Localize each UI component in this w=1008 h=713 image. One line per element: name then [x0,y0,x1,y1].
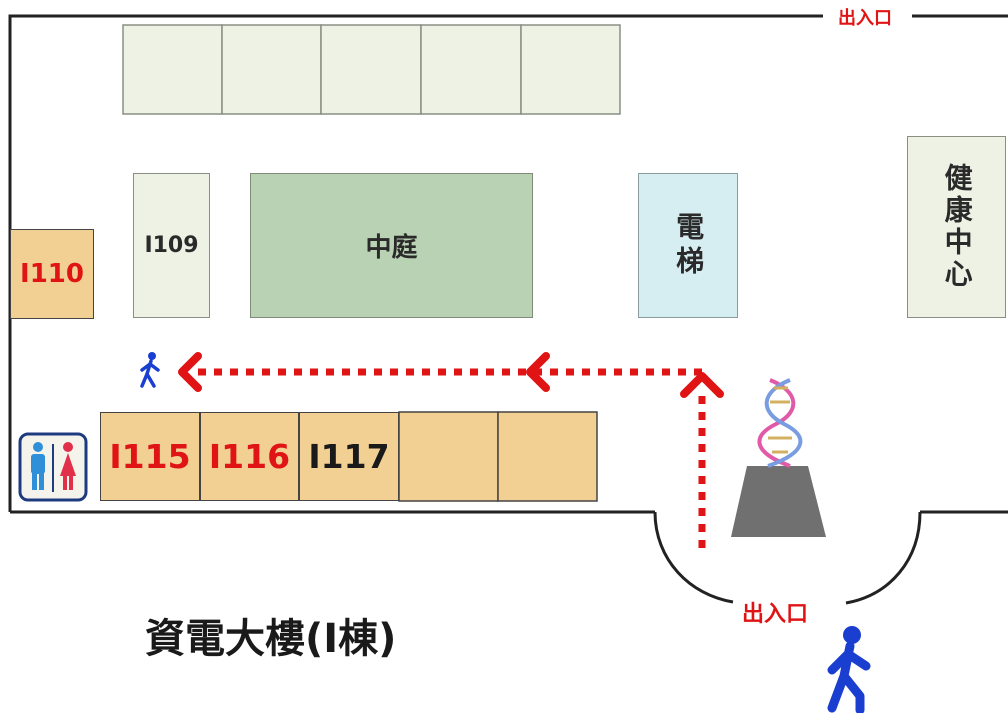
courtyard: 中庭 [250,173,533,318]
health-center-label: 健康中心 [940,163,974,291]
building-title: 資電大樓(I棟) [145,616,397,662]
room-label: I117 [308,437,390,476]
walking-person-icon [827,626,871,713]
entrance-arc-left [653,511,734,604]
top-room-row [122,24,621,115]
room-I110: I110 [10,229,94,319]
top-room [122,24,223,115]
top-room [420,24,522,115]
dna-strand-pink [757,378,796,468]
top-room [520,24,621,115]
room-I115: I115 [100,412,200,501]
walking-person-icon [140,352,160,388]
courtyard-label: 中庭 [365,233,418,263]
building-wall-top [8,14,823,512]
room-label: I116 [208,437,291,476]
entrance-arc-right [845,511,922,605]
entrance-label-top: 出入口 [834,4,896,30]
sculpture-base [731,466,826,537]
room-label: I109 [144,233,199,258]
elevator-label: 電梯 [672,211,706,280]
route-arrow-left-mid [526,352,550,392]
room-label: I115 [109,437,191,476]
health-center: 健康中心 [907,136,1006,318]
dna-strand-blue [764,378,803,468]
route-path [178,352,724,548]
elevator: 電梯 [638,173,738,318]
bottom-room [398,411,499,502]
room-I109: I109 [133,173,210,318]
entrance-label-bottom: 出入口 [742,602,809,627]
restroom-icon [18,432,88,502]
dna-sculpture-icon [731,378,826,537]
route-arrow-left-end [178,352,202,392]
top-room [221,24,322,115]
route-arrow-up [680,372,724,398]
top-room [320,24,422,115]
room-I116: I116 [200,412,299,501]
bottom-room [497,411,598,502]
room-I117: I117 [299,412,399,501]
room-label: I110 [20,259,84,289]
